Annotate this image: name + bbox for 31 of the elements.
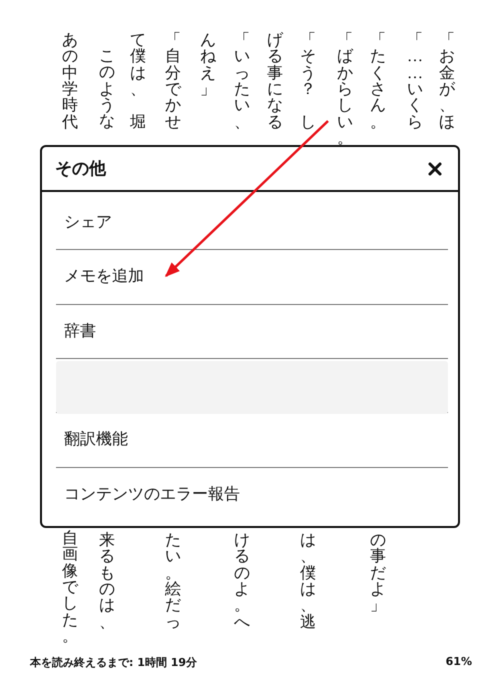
vertical-text-column: し xyxy=(300,115,316,132)
vertical-text-column: げる事になる xyxy=(267,33,283,131)
vertical-text-column: 「そう？ xyxy=(300,33,316,98)
dialog-title: その他 xyxy=(55,158,106,180)
vertical-text-column: 来るものは、 xyxy=(99,533,115,631)
vertical-text-column: て僕は、 xyxy=(130,33,146,98)
vertical-text-column: 「ばからしい。 xyxy=(337,33,353,148)
reading-time-remaining: 本を読み終えるまで: 1時間 19分 xyxy=(30,655,198,670)
vertical-text-column: 「……いくら xyxy=(407,33,423,131)
menu-item: 翻訳機能 xyxy=(64,428,150,450)
vertical-text-column: 「自分でかせ xyxy=(165,33,181,131)
vertical-text-column: 「たくさん。 xyxy=(370,33,386,131)
vertical-text-column: 自画像でした。 xyxy=(62,531,78,646)
menu-item: コンテンツのエラー報告 xyxy=(64,483,262,505)
menu-item: シェア xyxy=(64,211,134,233)
vertical-text-column: あの中学時代 xyxy=(62,33,78,131)
vertical-text-column: 堀 xyxy=(130,115,146,132)
menu-dialog xyxy=(40,145,460,528)
arrow xyxy=(164,120,329,278)
vertical-text-column: 「いったい、 xyxy=(234,33,250,131)
vertical-text-column: の事だよ」 xyxy=(370,533,386,615)
vertical-text-column: けるのよ。へ xyxy=(234,533,250,631)
vertical-text-column: は、僕は、逃 xyxy=(300,533,316,631)
menu-row xyxy=(56,361,448,414)
vertical-text-column: んねえ」 xyxy=(200,33,216,98)
vertical-text-column: 「お金が、ほ xyxy=(439,33,455,131)
vertical-text-column: たい。絵だっ xyxy=(165,533,181,631)
vertical-text-column: このような xyxy=(99,49,115,131)
menu-item: 辞書 xyxy=(64,320,118,342)
menu-item: メモを追加 xyxy=(64,265,166,287)
progress-percent: 61% xyxy=(446,655,472,668)
